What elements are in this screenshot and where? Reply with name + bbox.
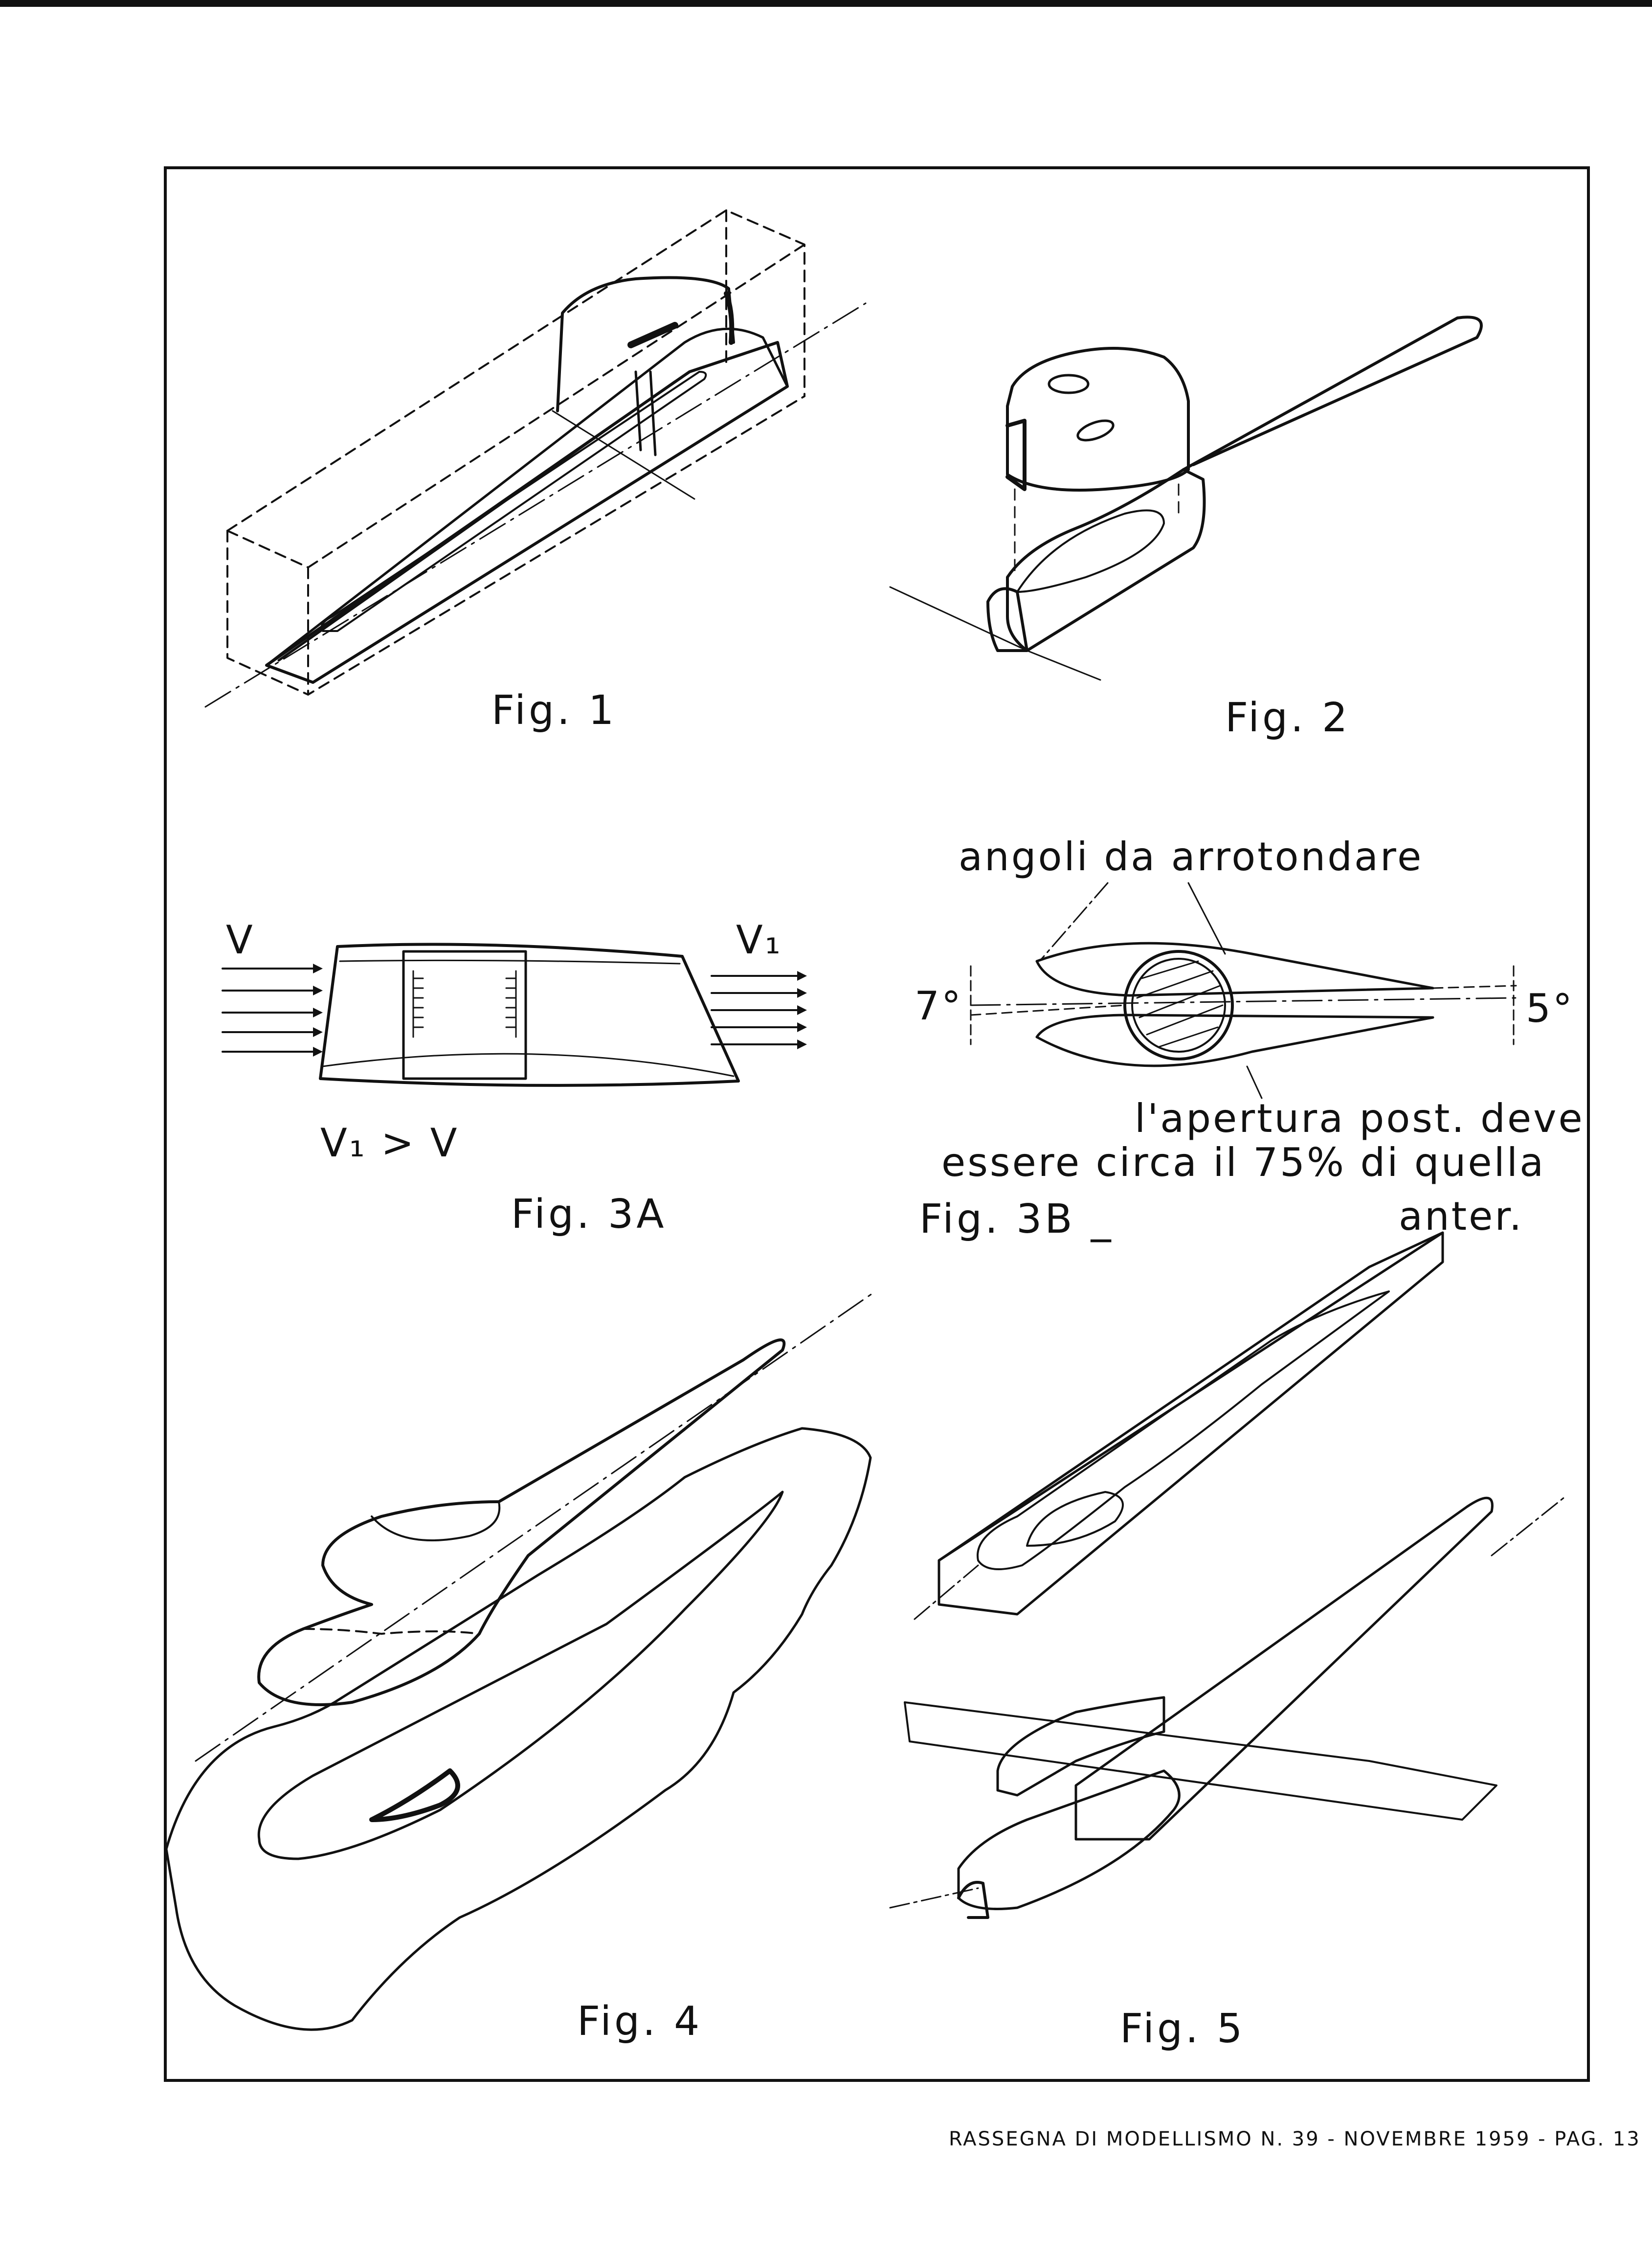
fig2-drawing xyxy=(889,316,1483,681)
fig3b-note-top: angoli da arrotondare xyxy=(959,834,1424,880)
fig4-drawing xyxy=(165,1290,876,2031)
fig3a-inlet-label: V xyxy=(226,917,255,963)
fig3b-note-line1: l'apertura post. deve xyxy=(1135,1096,1585,1141)
fig3a-outlet-label: V₁ xyxy=(736,917,782,963)
page-footer: RASSEGNA DI MODELLISMO N. 39 - NOVEMBRE … xyxy=(949,2128,1641,2150)
fig5-drawing xyxy=(889,1231,1566,1919)
fig1-drawing xyxy=(204,209,867,708)
fig3b-note-line3: anter. xyxy=(1399,1194,1524,1239)
fig3b-angle-front: 7° xyxy=(915,983,963,1029)
fig1-caption: Fig. 1 xyxy=(491,687,617,734)
fig4-caption: Fig. 4 xyxy=(577,1998,703,2045)
fig3b-drawing xyxy=(970,882,1517,1099)
fig3a-drawing xyxy=(222,943,807,1087)
fig3b-angle-rear: 5° xyxy=(1526,986,1574,1031)
fig5-caption: Fig. 5 xyxy=(1120,2006,1246,2052)
fig3a-relation-label: V₁ > V xyxy=(320,1120,459,1166)
figure-plate xyxy=(164,166,1590,2082)
fig3b-note-line2: essere circa il 75% di quella xyxy=(941,1140,1546,1185)
fig3a-caption: Fig. 3A xyxy=(511,1191,667,1238)
fig3b-caption: Fig. 3B _ xyxy=(919,1196,1114,1242)
top-border-rule xyxy=(0,0,1652,7)
fig2-caption: Fig. 2 xyxy=(1225,695,1351,741)
